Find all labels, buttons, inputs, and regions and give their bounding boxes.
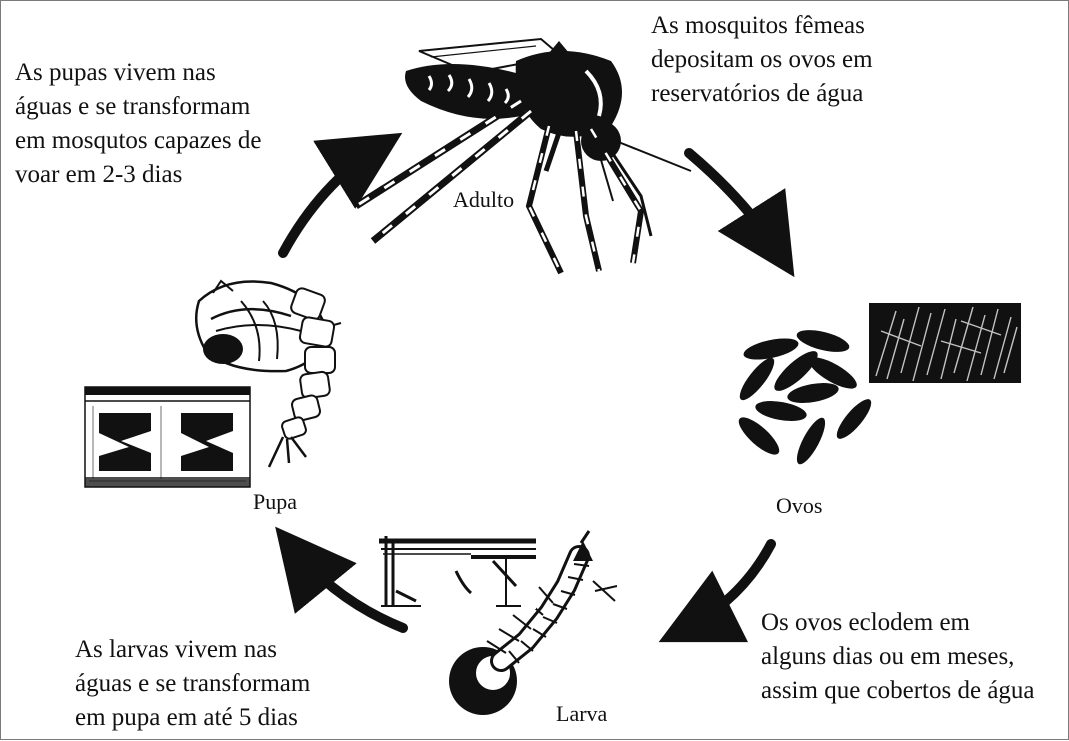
stage-label-larva: Larva xyxy=(556,701,607,727)
note-eggs-hatch: Os ovos eclodem em alguns dias ou em mes… xyxy=(761,606,1035,708)
note-eggs-hatch-line: alguns dias ou em meses, xyxy=(761,640,1035,674)
stage-label-eggs: Ovos xyxy=(776,493,822,519)
note-larvae-line: águas e se transformam xyxy=(75,667,310,701)
note-pupae: As pupas vivem nas águas e se transforma… xyxy=(15,56,261,192)
note-pupae-line: As pupas vivem nas xyxy=(15,56,261,90)
note-larvae: As larvas vivem nas águas e se transform… xyxy=(75,633,310,735)
pupa-in-water-sketch xyxy=(85,387,250,487)
mosquito-adult-illustration xyxy=(356,39,691,273)
note-pupae-line: em mosqutos capazes de xyxy=(15,124,261,158)
note-eggs-hatch-line: Os ovos eclodem em xyxy=(761,606,1035,640)
arrow-eggs-to-larva xyxy=(681,544,771,631)
egg-photo-texture xyxy=(869,303,1021,383)
egg-cluster-illustration xyxy=(734,326,877,468)
note-females-line: depositam os ovos em xyxy=(651,43,873,77)
stage-label-adult: Adulto xyxy=(453,187,514,213)
note-females: As mosquitos fêmeas depositam os ovos em… xyxy=(651,9,873,111)
note-females-line: reservatórios de água xyxy=(651,77,873,111)
arrow-adult-to-eggs xyxy=(689,153,781,256)
stage-label-pupa: Pupa xyxy=(253,489,297,515)
note-pupae-line: águas e se transformam xyxy=(15,90,261,124)
note-larvae-line: As larvas vivem nas xyxy=(75,633,310,667)
larva-in-water-sketch xyxy=(379,529,536,609)
note-pupae-line: voar em 2-3 dias xyxy=(15,158,261,192)
note-females-line: As mosquitos fêmeas xyxy=(651,9,873,43)
note-larvae-line: em pupa em até 5 dias xyxy=(75,701,310,735)
note-eggs-hatch-line: assim que cobertos de água xyxy=(761,674,1035,708)
